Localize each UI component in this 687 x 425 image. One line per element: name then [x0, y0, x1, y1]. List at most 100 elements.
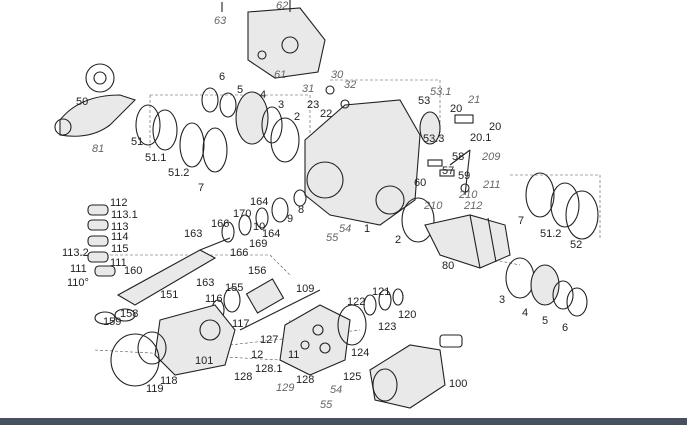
- ball-track-stack: [87, 204, 116, 277]
- seal-stack-upper: [135, 87, 300, 173]
- part-label: 128: [234, 371, 252, 383]
- part-label: 59: [458, 170, 470, 182]
- part-label: 110°: [67, 277, 89, 289]
- ring-2: [401, 197, 435, 243]
- part-label: 55: [326, 232, 339, 244]
- part-label: 113.1: [111, 209, 138, 221]
- part-label: 51.1: [145, 152, 166, 164]
- part-label: 9: [287, 213, 293, 225]
- part-label: 210: [423, 200, 443, 212]
- part-label: 113.2: [62, 247, 89, 259]
- part-label: 63: [214, 15, 227, 27]
- part-label: 4: [522, 307, 528, 319]
- part-label: 155: [225, 282, 243, 294]
- part-label: 163: [184, 228, 202, 240]
- part-label: 211: [482, 179, 501, 191]
- part-label: 164: [250, 196, 268, 208]
- part-label: 61: [274, 69, 286, 81]
- part-label: 212: [463, 200, 482, 212]
- part-label: 117: [232, 318, 250, 330]
- part-label: 3: [278, 99, 284, 111]
- part-label: 128: [296, 374, 314, 386]
- part-label: 125: [343, 371, 361, 383]
- part-label: 158: [120, 308, 138, 320]
- pitman-arm: [54, 63, 137, 137]
- part-label: 101: [195, 355, 213, 367]
- part-label: 111: [110, 257, 127, 269]
- output-shaft-80: [424, 214, 511, 269]
- part-label: 53.1: [430, 86, 451, 98]
- part-label: 4: [260, 89, 266, 101]
- part-label: 123: [378, 321, 396, 333]
- part-label: 6: [562, 322, 568, 334]
- end-cap-100: [369, 334, 463, 409]
- piston-156: [239, 278, 321, 331]
- part-label: 5: [237, 84, 243, 96]
- part-label: 169: [249, 238, 267, 250]
- part-label: 112: [110, 197, 128, 209]
- part-label: 81: [92, 143, 104, 155]
- part-label: 129: [276, 382, 294, 394]
- part-label: 32: [344, 79, 356, 91]
- part-label: 2: [294, 111, 300, 123]
- part-label: 50: [76, 96, 88, 108]
- part-label: 127: [260, 334, 278, 346]
- part-label: 209: [481, 151, 500, 163]
- part-label: 159: [103, 316, 121, 328]
- part-label: 80: [442, 260, 454, 272]
- part-label: 52: [570, 239, 582, 251]
- part-label: 166: [230, 247, 248, 259]
- part-label: 160: [124, 265, 142, 277]
- part-label: 119: [146, 383, 164, 395]
- rings-right-lower: [505, 257, 588, 317]
- part-label: 151: [160, 289, 178, 301]
- valve-block-124: [279, 304, 367, 376]
- cover-53: [419, 111, 474, 166]
- part-label: 58: [452, 151, 464, 163]
- part-label: 51.2: [540, 228, 561, 240]
- rings-right-upper: [525, 172, 599, 240]
- part-label: 1: [364, 223, 370, 235]
- part-label: 111: [70, 263, 87, 275]
- part-label: 12: [251, 349, 263, 361]
- part-label: 113: [111, 221, 129, 233]
- part-label: 62: [276, 0, 288, 12]
- part-label: 31: [302, 83, 314, 95]
- part-label: 30: [331, 69, 344, 81]
- part-label: 128.1: [255, 363, 283, 375]
- part-label: 23: [307, 99, 319, 111]
- part-label: 20: [450, 103, 462, 115]
- rings-120-123: [363, 288, 404, 316]
- part-label: 122: [347, 296, 365, 308]
- lower-housing-101: [110, 304, 236, 387]
- part-label: 120: [398, 309, 416, 321]
- part-label: 164: [262, 228, 280, 240]
- part-label: 51.2: [168, 167, 189, 179]
- part-label: 11: [288, 349, 299, 361]
- part-label: 124: [351, 347, 369, 359]
- part-label: 170: [233, 208, 251, 220]
- part-label: 53.3: [423, 133, 444, 145]
- part-label: 10: [253, 221, 265, 233]
- part-label: 54: [339, 223, 351, 235]
- part-label: 54: [330, 384, 342, 396]
- part-label: 210: [458, 189, 478, 201]
- bracket-61: [221, 0, 326, 79]
- part-label: 3: [499, 294, 505, 306]
- part-label: 114: [111, 231, 129, 243]
- part-label: 51: [131, 136, 143, 148]
- part-label: 22: [320, 108, 332, 120]
- fittings-57-212: [427, 149, 471, 196]
- part-label: 115: [111, 243, 129, 255]
- bottom-bar: [0, 418, 687, 425]
- part-label: 55: [320, 399, 333, 411]
- part-label: 20.1: [470, 132, 491, 144]
- part-label: 100: [449, 378, 467, 390]
- seal-stack-mid: [221, 189, 307, 243]
- part-label: 6: [219, 71, 225, 83]
- part-label: 57: [442, 165, 454, 177]
- part-label: 156: [248, 265, 266, 277]
